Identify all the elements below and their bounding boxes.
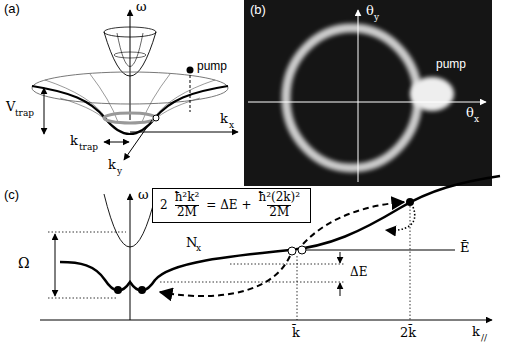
equation-term: 2 xyxy=(160,198,168,212)
pump-label: pump xyxy=(197,60,227,73)
subscript: // xyxy=(481,334,487,344)
subscript: x xyxy=(196,244,201,254)
energy-label: Ē xyxy=(460,241,470,255)
axis-label: V xyxy=(6,100,15,114)
equation-box: 2ħ²k̄²2M= ΔE +ħ²(2k̄)²2M xyxy=(152,188,311,223)
tick-label: 2k̄ xyxy=(400,326,416,340)
energy-label: Ω xyxy=(18,256,30,271)
subscript: x xyxy=(229,121,234,131)
axis-label: k xyxy=(472,325,480,339)
subscript: trap xyxy=(79,143,98,153)
axis-label: k xyxy=(108,158,116,172)
axis-label: θ xyxy=(466,106,474,120)
panel-c xyxy=(40,176,500,320)
denominator: 2M xyxy=(175,205,199,220)
pump-label: pump xyxy=(436,58,466,71)
subscript: trap xyxy=(15,109,34,119)
fraction: ħ²(2k̄)²2M xyxy=(256,191,302,220)
panel-letter: (a) xyxy=(4,2,20,16)
panel-letter: (b) xyxy=(250,3,266,17)
numerator: ħ²(2k̄)² xyxy=(256,191,302,205)
equation-term: = ΔE + xyxy=(206,198,251,212)
subscript: y xyxy=(374,13,379,23)
axis-label: k xyxy=(70,134,78,148)
axis-label: θ xyxy=(366,4,374,18)
numerator: ħ²k̄² xyxy=(173,191,202,205)
tick-label: k̄ xyxy=(292,326,300,340)
subscript: y xyxy=(117,167,122,177)
fraction: ħ²k̄²2M xyxy=(173,191,202,220)
panel-letter: (c) xyxy=(4,188,19,202)
energy-label: ΔE xyxy=(350,266,367,279)
axis-label: k xyxy=(220,112,228,126)
panel-a xyxy=(32,10,238,160)
axis-label: ω xyxy=(136,0,147,14)
subscript: x xyxy=(474,115,479,125)
panel-b xyxy=(244,0,492,186)
denominator: 2M xyxy=(267,205,291,220)
branch-label: N xyxy=(186,236,197,250)
axis-label: ω xyxy=(138,188,149,202)
